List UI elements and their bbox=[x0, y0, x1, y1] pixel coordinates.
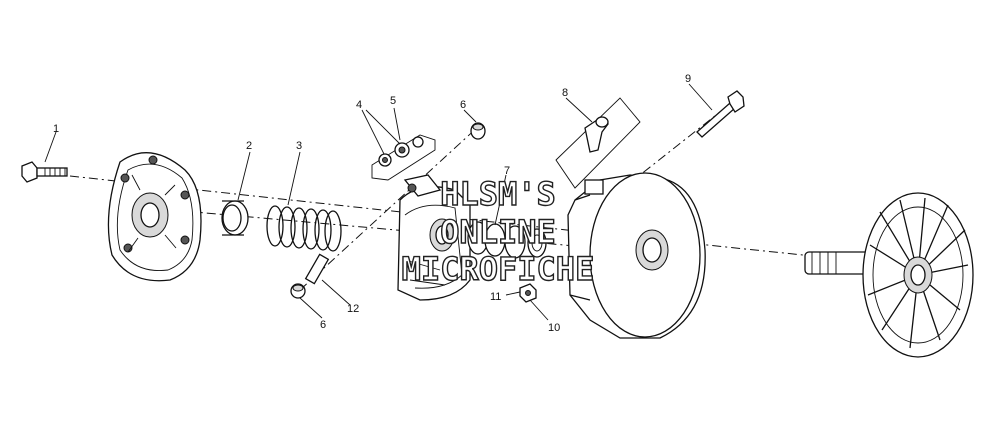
cover-plate bbox=[107, 152, 202, 282]
callout-4: 4 bbox=[356, 99, 362, 111]
callout-6-upper: 6 bbox=[460, 99, 466, 111]
part-3-spring bbox=[266, 205, 342, 252]
callout-10: 10 bbox=[548, 322, 560, 334]
part-2-bushing bbox=[221, 200, 249, 236]
callout-1: 1 bbox=[53, 123, 59, 135]
callout-8: 8 bbox=[562, 87, 568, 99]
part-10-11-screw bbox=[519, 283, 537, 303]
callout-11: 11 bbox=[490, 291, 501, 303]
part-7-washers bbox=[467, 221, 547, 259]
part-6-cap-upper bbox=[470, 122, 486, 140]
callout-labels: 1 2 3 4 5 6 6 7 8 9 10 11 12 bbox=[53, 73, 691, 334]
part-4-5-roller-kit bbox=[371, 134, 436, 181]
part-12-pin bbox=[304, 253, 330, 285]
callout-2: 2 bbox=[246, 140, 252, 152]
moveable-sheave bbox=[397, 174, 471, 301]
part-9-bolt bbox=[696, 90, 745, 138]
part-1-bolt bbox=[21, 161, 68, 183]
guide-line-pin bbox=[299, 124, 481, 291]
part-8-clip bbox=[555, 97, 641, 189]
fan-sheave-shaft bbox=[804, 192, 974, 358]
watermark-line-2: ONLINE bbox=[440, 213, 556, 251]
fixed-sheave bbox=[567, 172, 706, 339]
leader-lines bbox=[44, 83, 713, 321]
watermark-line-1: HLSM'S bbox=[440, 175, 556, 213]
callout-7: 7 bbox=[504, 165, 510, 177]
guide-line-bolt bbox=[639, 107, 726, 176]
callout-6-lower: 6 bbox=[320, 319, 326, 331]
part-6-cap-lower bbox=[290, 283, 306, 299]
watermark: HLSM'S ONLINE MICROFICHE bbox=[401, 174, 595, 288]
callout-12: 12 bbox=[347, 303, 359, 315]
callout-3: 3 bbox=[296, 140, 302, 152]
callout-9: 9 bbox=[685, 73, 691, 85]
callout-5: 5 bbox=[390, 95, 396, 107]
watermark-line-3: MICROFICHE bbox=[402, 250, 595, 288]
